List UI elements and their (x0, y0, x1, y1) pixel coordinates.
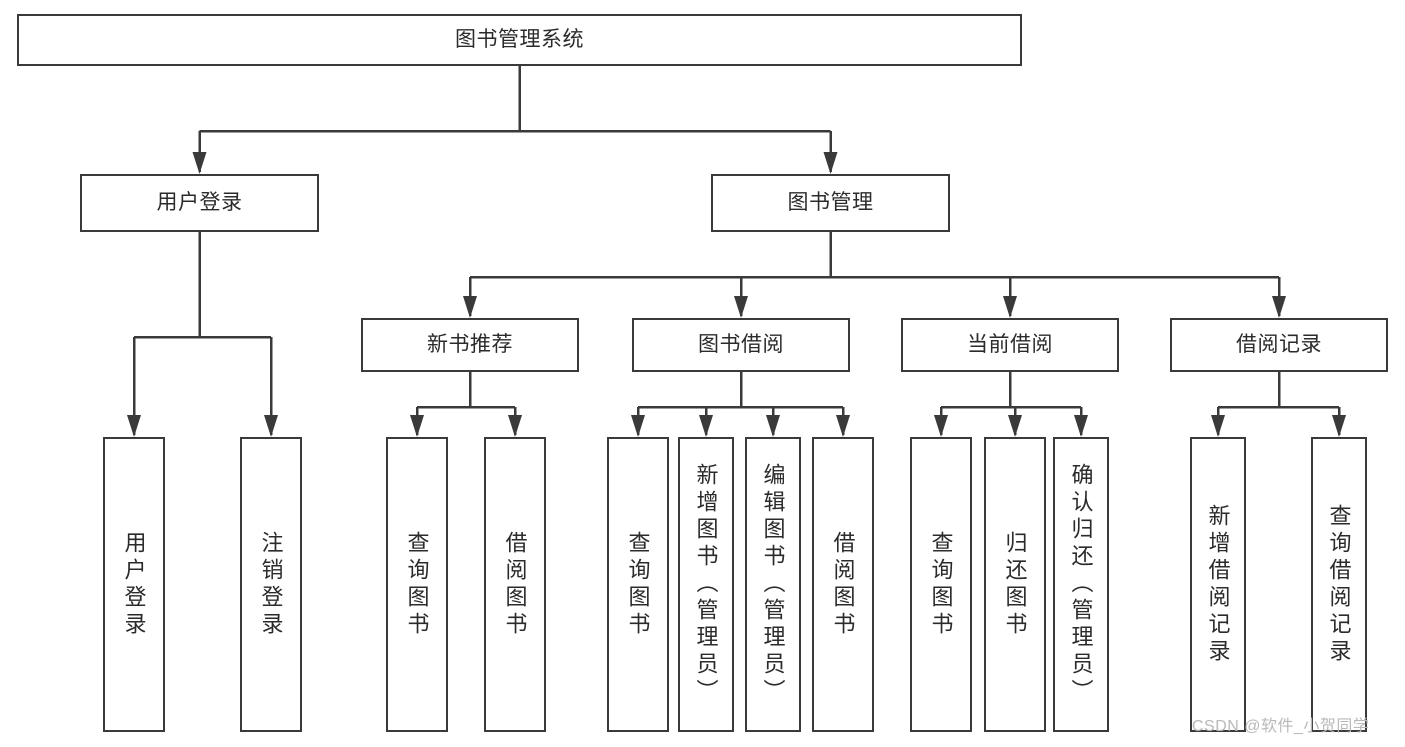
node-label: 当前借阅 (967, 332, 1053, 356)
node-nb-borrow: 借阅图书 (484, 437, 546, 732)
node-login: 用户登录 (80, 174, 319, 232)
node-label: 新书推荐 (427, 332, 513, 356)
node-label: 用户登录 (156, 190, 243, 214)
node-cb-return: 归还图书 (984, 437, 1046, 732)
node-cb-confirm: 确认归还（管理员） (1053, 437, 1109, 732)
node-label: 借阅图书 (502, 530, 528, 639)
node-nb-query: 查询图书 (386, 437, 448, 732)
node-rc-add: 新增借阅记录 (1190, 437, 1246, 732)
node-bw-edit: 编辑图书（管理员） (745, 437, 801, 732)
node-root: 图书管理系统 (17, 14, 1022, 66)
node-label: 编辑图书（管理员） (760, 463, 786, 706)
node-label: 用户登录 (121, 530, 147, 639)
node-label: 查询借阅记录 (1326, 503, 1352, 666)
node-label: 查询图书 (928, 530, 954, 639)
node-cb-query: 查询图书 (910, 437, 972, 732)
node-userlogin: 用户登录 (103, 437, 165, 732)
node-current: 当前借阅 (901, 318, 1119, 372)
node-label: 借阅记录 (1236, 332, 1322, 356)
node-borrow: 图书借阅 (632, 318, 850, 372)
node-label: 新增图书（管理员） (693, 463, 719, 706)
node-label: 图书借阅 (698, 332, 784, 356)
node-label: 归还图书 (1002, 530, 1028, 639)
node-newbook: 新书推荐 (361, 318, 579, 372)
node-label: 确认归还（管理员） (1068, 463, 1094, 706)
node-bw-borrow: 借阅图书 (812, 437, 874, 732)
node-label: 新增借阅记录 (1205, 503, 1231, 666)
node-bookmgmt: 图书管理 (711, 174, 950, 232)
node-label: 借阅图书 (830, 530, 856, 639)
node-label: 查询图书 (625, 530, 651, 639)
node-bw-add: 新增图书（管理员） (678, 437, 734, 732)
node-rc-query: 查询借阅记录 (1311, 437, 1367, 732)
csdn-watermark: CSDN @软件_小贺同学 (1192, 718, 1370, 735)
node-label: 注销登录 (258, 530, 284, 639)
node-label: 图书管理 (787, 190, 874, 214)
node-record: 借阅记录 (1170, 318, 1388, 372)
node-label: 图书管理系统 (455, 27, 584, 51)
node-label: 查询图书 (404, 530, 430, 639)
node-logout: 注销登录 (240, 437, 302, 732)
node-bw-query: 查询图书 (607, 437, 669, 732)
